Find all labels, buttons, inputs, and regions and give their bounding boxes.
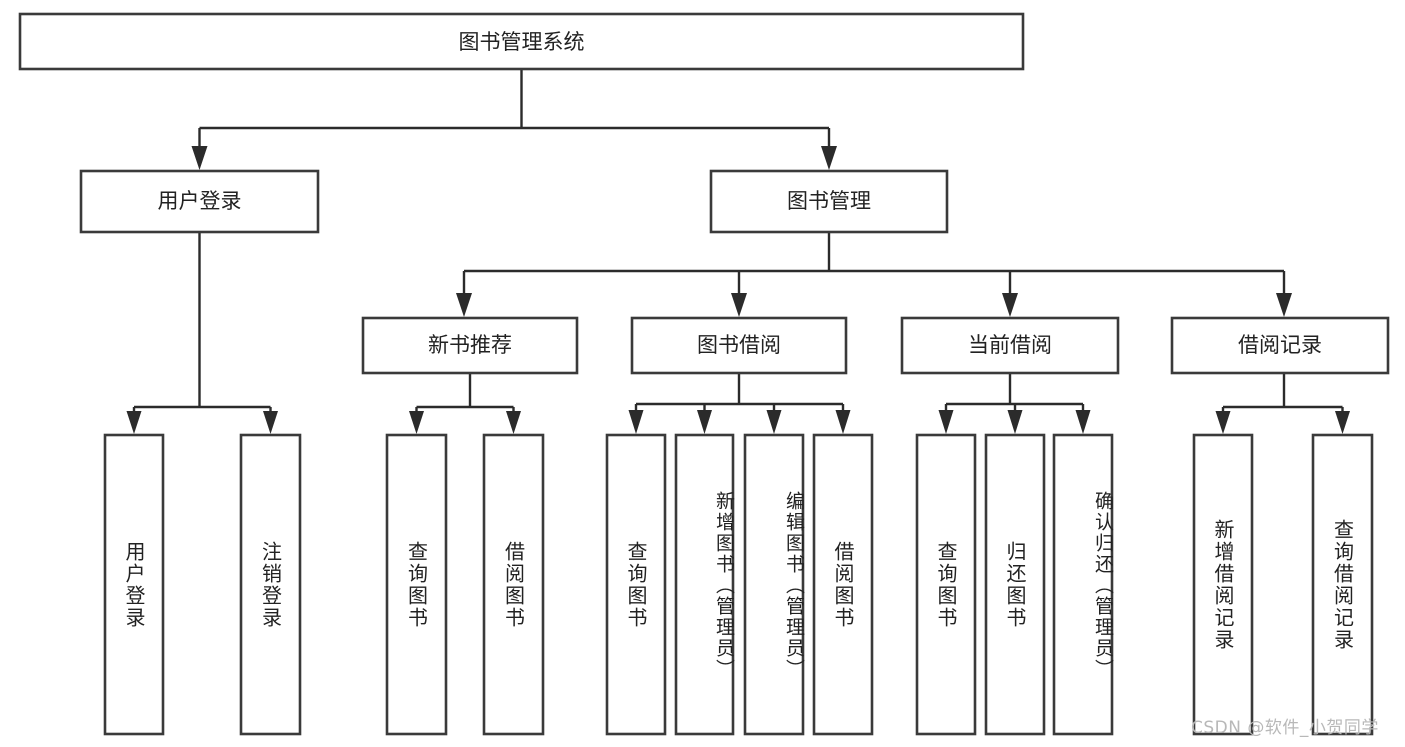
leaf-node-borrow-book-2[interactable]: [812, 433, 874, 736]
arrow-head-book-mgmt: [821, 146, 837, 170]
node-book-borrow-label: 图书借阅: [697, 333, 781, 357]
arrow-head-book-borrow: [731, 293, 747, 317]
leaf-node-query-book-2[interactable]: [605, 433, 667, 736]
leaf-node-add-book-admin[interactable]: [674, 433, 735, 736]
arrow-head-leaf-borrow-book-1: [506, 411, 521, 434]
node-layer: 图书管理系统 用户登录 图书管理 新书推荐 图书借阅 当前借阅 借阅记录: [18, 12, 1390, 736]
leaf-node-logout[interactable]: [239, 433, 302, 736]
arrow-head-leaf-return-book: [1007, 410, 1023, 434]
node-current-borrow-label: 当前借阅: [968, 333, 1052, 357]
node-book-borrow[interactable]: [630, 316, 848, 375]
arrow-head-new-book-rec: [456, 293, 472, 317]
node-book-management[interactable]: [709, 169, 949, 234]
node-borrow-record[interactable]: [1170, 316, 1390, 375]
leaf-node-query-book-1[interactable]: [385, 433, 448, 736]
csdn-watermark: CSDN @软件_小贺同学: [1191, 718, 1379, 738]
node-borrow-record-label: 借阅记录: [1238, 333, 1322, 357]
node-current-borrow[interactable]: [900, 316, 1120, 375]
leaf-node-add-borrow-record[interactable]: [1192, 433, 1254, 736]
leaf-node-query-borrow-record[interactable]: [1311, 433, 1374, 736]
arrow-head-leaf-query-book-2: [628, 410, 644, 434]
arrow-head-leaf-query-book-1: [409, 411, 424, 434]
arrow-head-borrow-record: [1276, 293, 1292, 317]
connector-layer: [126, 69, 1350, 434]
leaf-node-user-login[interactable]: [103, 433, 165, 736]
arrow-head-leaf-query-record: [1335, 411, 1350, 434]
arrow-head-leaf-logout: [263, 411, 278, 434]
node-user-login-label: 用户登录: [158, 189, 242, 213]
leaf-node-borrow-book-1[interactable]: [482, 433, 545, 736]
arrow-head-leaf-query-book-3: [938, 410, 954, 434]
arrow-head-leaf-add-record: [1215, 411, 1231, 434]
arrow-head-leaf-edit-book: [766, 410, 782, 434]
arrow-head-leaf-add-book: [697, 410, 712, 434]
leaf-node-edit-book-admin[interactable]: [743, 433, 805, 736]
node-new-book-recommend-label: 新书推荐: [428, 333, 512, 357]
leaf-node-query-book-3[interactable]: [915, 433, 977, 736]
leaf-node-return-book[interactable]: [984, 433, 1046, 736]
node-book-management-label: 图书管理: [787, 189, 871, 213]
node-root[interactable]: [18, 12, 1025, 71]
arrow-head-user-login: [191, 146, 208, 170]
arrow-head-current-borrow: [1002, 293, 1018, 317]
node-user-login[interactable]: [79, 169, 320, 234]
leaf-node-confirm-return-admin[interactable]: [1052, 433, 1114, 736]
arrow-head-leaf-user-login: [126, 411, 142, 434]
arrow-head-leaf-borrow-book-2: [835, 410, 851, 434]
node-root-label: 图书管理系统: [459, 30, 585, 54]
arrow-head-leaf-confirm-return: [1075, 410, 1091, 434]
node-new-book-recommend[interactable]: [361, 316, 579, 375]
